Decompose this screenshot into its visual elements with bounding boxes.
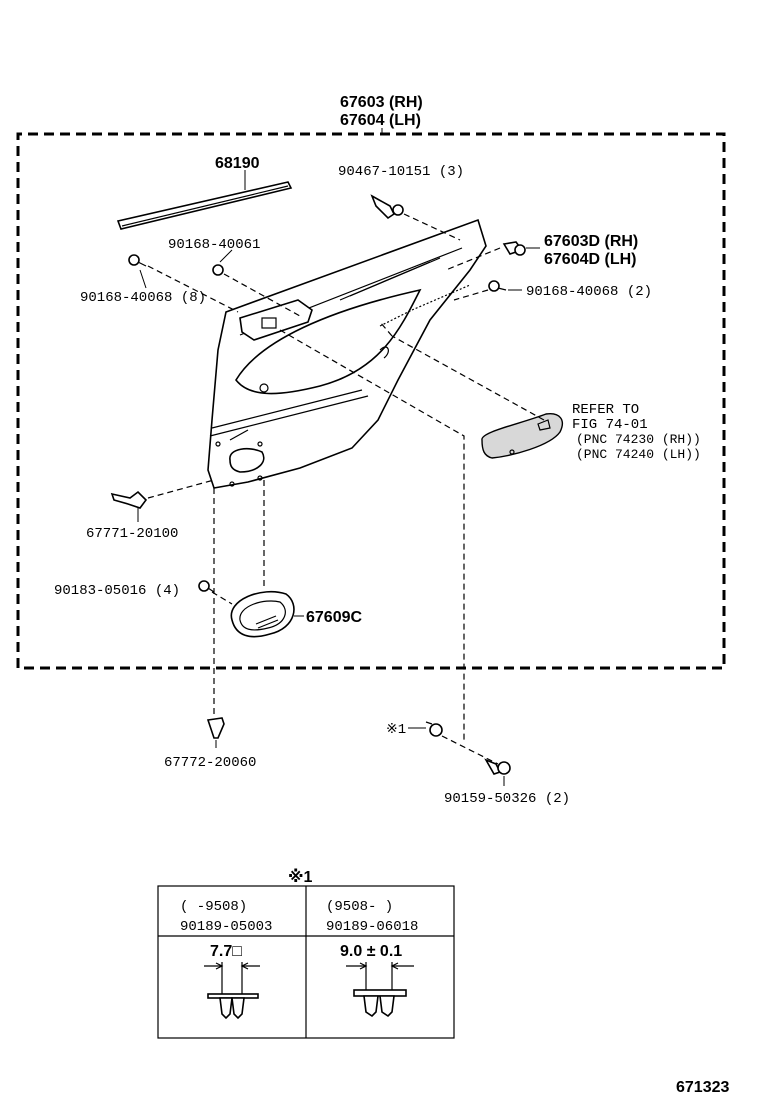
detail-col1-range: ( -9508)	[180, 899, 247, 915]
figure-id: 671323	[676, 1079, 729, 1096]
armrest-part	[379, 284, 564, 459]
panel-d-lh-label: 67604D (LH)	[544, 251, 636, 268]
screw-68-2-part	[453, 280, 522, 301]
panel-d-rh-label: 67603D (RH)	[544, 233, 638, 250]
mark-label: ※1	[386, 722, 406, 738]
screw-016-label: 90183-05016 (4)	[54, 583, 180, 599]
detail-col2-dim: 9.0 ± 0.1	[340, 943, 402, 960]
screw-68-2-label: 90168-40068 (2)	[526, 284, 652, 300]
handle-leader-dash	[279, 329, 465, 742]
screw-61-label: 90168-40061	[168, 237, 260, 253]
detail-table: ※1 ( -9508) 90189-05003 (9508- ) 90189-0…	[157, 868, 455, 1039]
screw-68-8-label: 90168-40068 (8)	[80, 290, 206, 306]
weatherstrip-part	[116, 170, 293, 230]
detail-col1-dim: 7.7□	[210, 943, 242, 960]
screw-016-part	[198, 580, 233, 605]
refer-line-3: (PNC 74230 (RH))	[576, 432, 701, 447]
assembly-frame	[16, 132, 726, 670]
fastener-2-drawing	[346, 962, 414, 1018]
clip-bottom-part	[206, 488, 225, 748]
bezel-part	[230, 480, 304, 638]
assembly-label-lh: 67604 (LH)	[340, 112, 421, 129]
detail-col2-range: (9508- )	[326, 899, 393, 915]
bezel-label: 67609C	[306, 609, 362, 626]
refer-line-4: (PNC 74240 (LH))	[576, 447, 701, 462]
refer-line-2: FIG 74-01	[572, 417, 648, 433]
fastener-1-drawing	[204, 962, 260, 1020]
weatherstrip-label: 68190	[215, 155, 260, 172]
refer-line-1: REFER TO	[572, 402, 639, 418]
knob-part	[110, 479, 215, 522]
door-trim-panel	[207, 218, 487, 489]
assembly-label-rh: 67603 (RH)	[340, 94, 423, 111]
screw-326-part	[441, 735, 511, 786]
detail-col2-part: 90189-06018	[326, 919, 418, 935]
mark-screw-part	[425, 721, 443, 737]
clip-bottom-label: 67772-20060	[164, 755, 256, 771]
knob-label: 67771-20100	[86, 526, 178, 542]
clip-top-part	[370, 194, 461, 241]
detail-title: ※1	[288, 868, 313, 886]
clip-top-label: 90467-10151 (3)	[338, 164, 464, 180]
panel-d-part	[445, 241, 540, 271]
screw-61-part	[212, 249, 301, 317]
detail-col1-part: 90189-05003	[180, 919, 272, 935]
screw-326-label: 90159-50326 (2)	[444, 791, 570, 807]
screw-68-8-part	[128, 254, 239, 313]
